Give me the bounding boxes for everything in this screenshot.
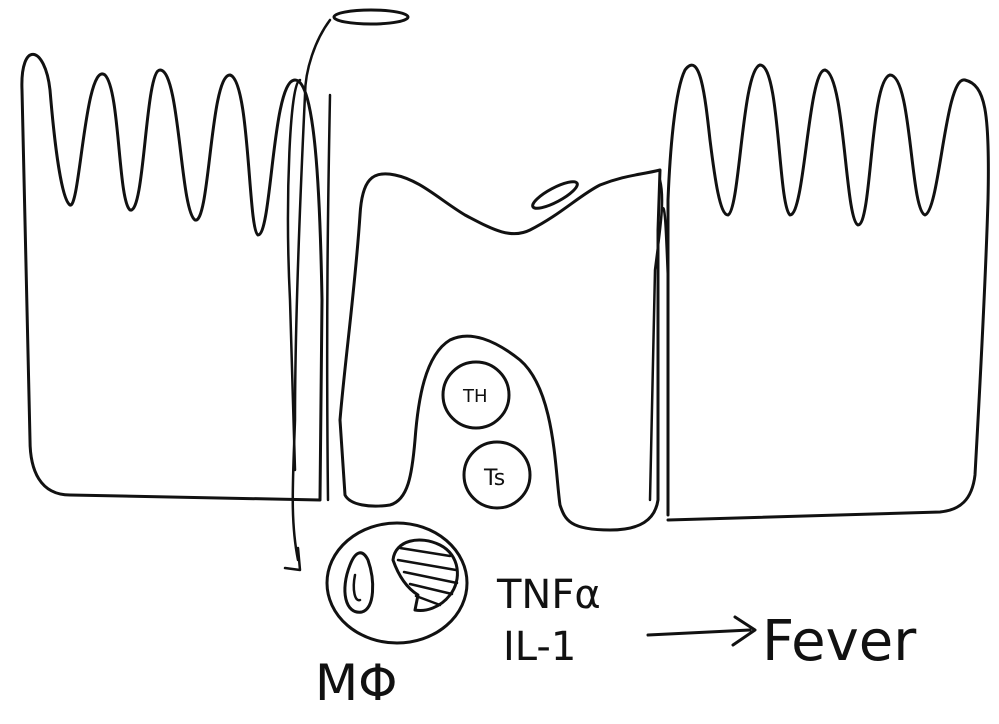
macrophage xyxy=(327,523,467,643)
macrophage-nucleus-inner xyxy=(354,575,360,600)
transport-arrowhead xyxy=(285,548,300,570)
th-label: TH xyxy=(462,386,488,407)
cytokine-il1-label: IL-1 xyxy=(503,624,576,670)
fever-label: Fever xyxy=(762,609,917,674)
arrow-right-icon xyxy=(648,617,755,645)
bacterium-small-icon xyxy=(530,177,581,213)
ts-label: Ts xyxy=(483,466,505,491)
macrophage-nucleus xyxy=(345,553,373,612)
bacterium-icon xyxy=(334,10,408,24)
left-epithelial-cell xyxy=(22,54,322,500)
right-epithelial-cell xyxy=(668,65,988,520)
macrophage-label: MΦ xyxy=(315,654,398,712)
m-cell-right-membrane xyxy=(650,180,662,500)
transport-pathway xyxy=(293,20,330,560)
cytokine-tnf-label: TNFα xyxy=(496,572,601,618)
m-cell-left-membrane xyxy=(327,95,330,500)
